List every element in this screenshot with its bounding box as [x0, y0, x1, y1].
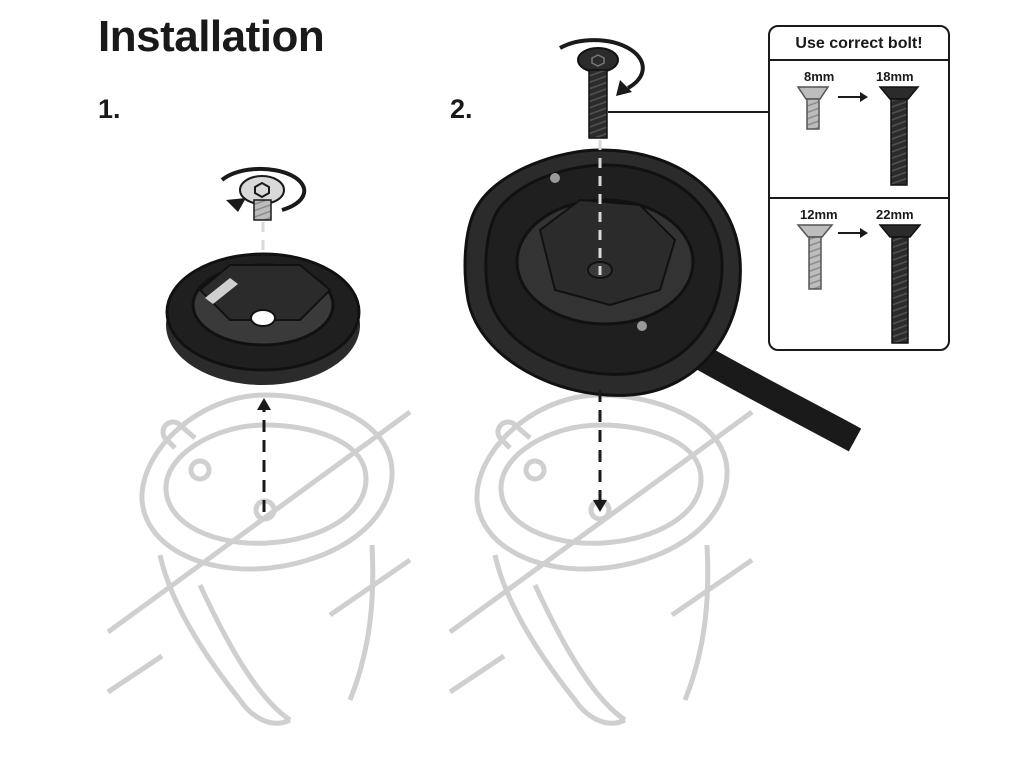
bolt-guide-panel: Use correct bolt! 8mm 18mm 12mm 22mm — [768, 25, 950, 351]
short-bolt-icon — [796, 86, 830, 130]
handlebar-clamp-2 — [448, 392, 754, 726]
page-title: Installation — [98, 12, 325, 61]
divider — [770, 59, 948, 61]
bolt-2 — [559, 38, 645, 139]
long-bolt-icon — [878, 86, 920, 186]
bolt-size-from-2: 12mm — [800, 207, 838, 222]
bolt-size-from-1: 8mm — [804, 69, 835, 84]
adapter-mount-1 — [165, 252, 361, 385]
handlebar-clamp-1 — [106, 392, 412, 726]
bolt-size-to-2: 22mm — [876, 207, 914, 222]
up-arrow-icon — [257, 398, 271, 410]
short-bolt-icon — [796, 224, 834, 290]
bolt-guide-title: Use correct bolt! — [795, 35, 923, 52]
long-bolt-icon — [878, 224, 922, 344]
bolt-size-to-1: 18mm — [876, 69, 914, 84]
step-1-label: 1. — [98, 94, 121, 124]
bolt-guide-drawings — [796, 86, 922, 344]
arrow-right-icon — [838, 92, 868, 102]
divider — [770, 197, 948, 199]
computer-mount-2 — [463, 148, 742, 397]
step-2-label: 2. — [450, 94, 473, 124]
rotate-arrow-icon — [226, 198, 246, 212]
arrow-right-icon — [838, 228, 868, 238]
down-arrow-icon — [593, 500, 607, 512]
bolt-1 — [220, 166, 307, 221]
rotate-arrow-icon — [616, 80, 632, 96]
